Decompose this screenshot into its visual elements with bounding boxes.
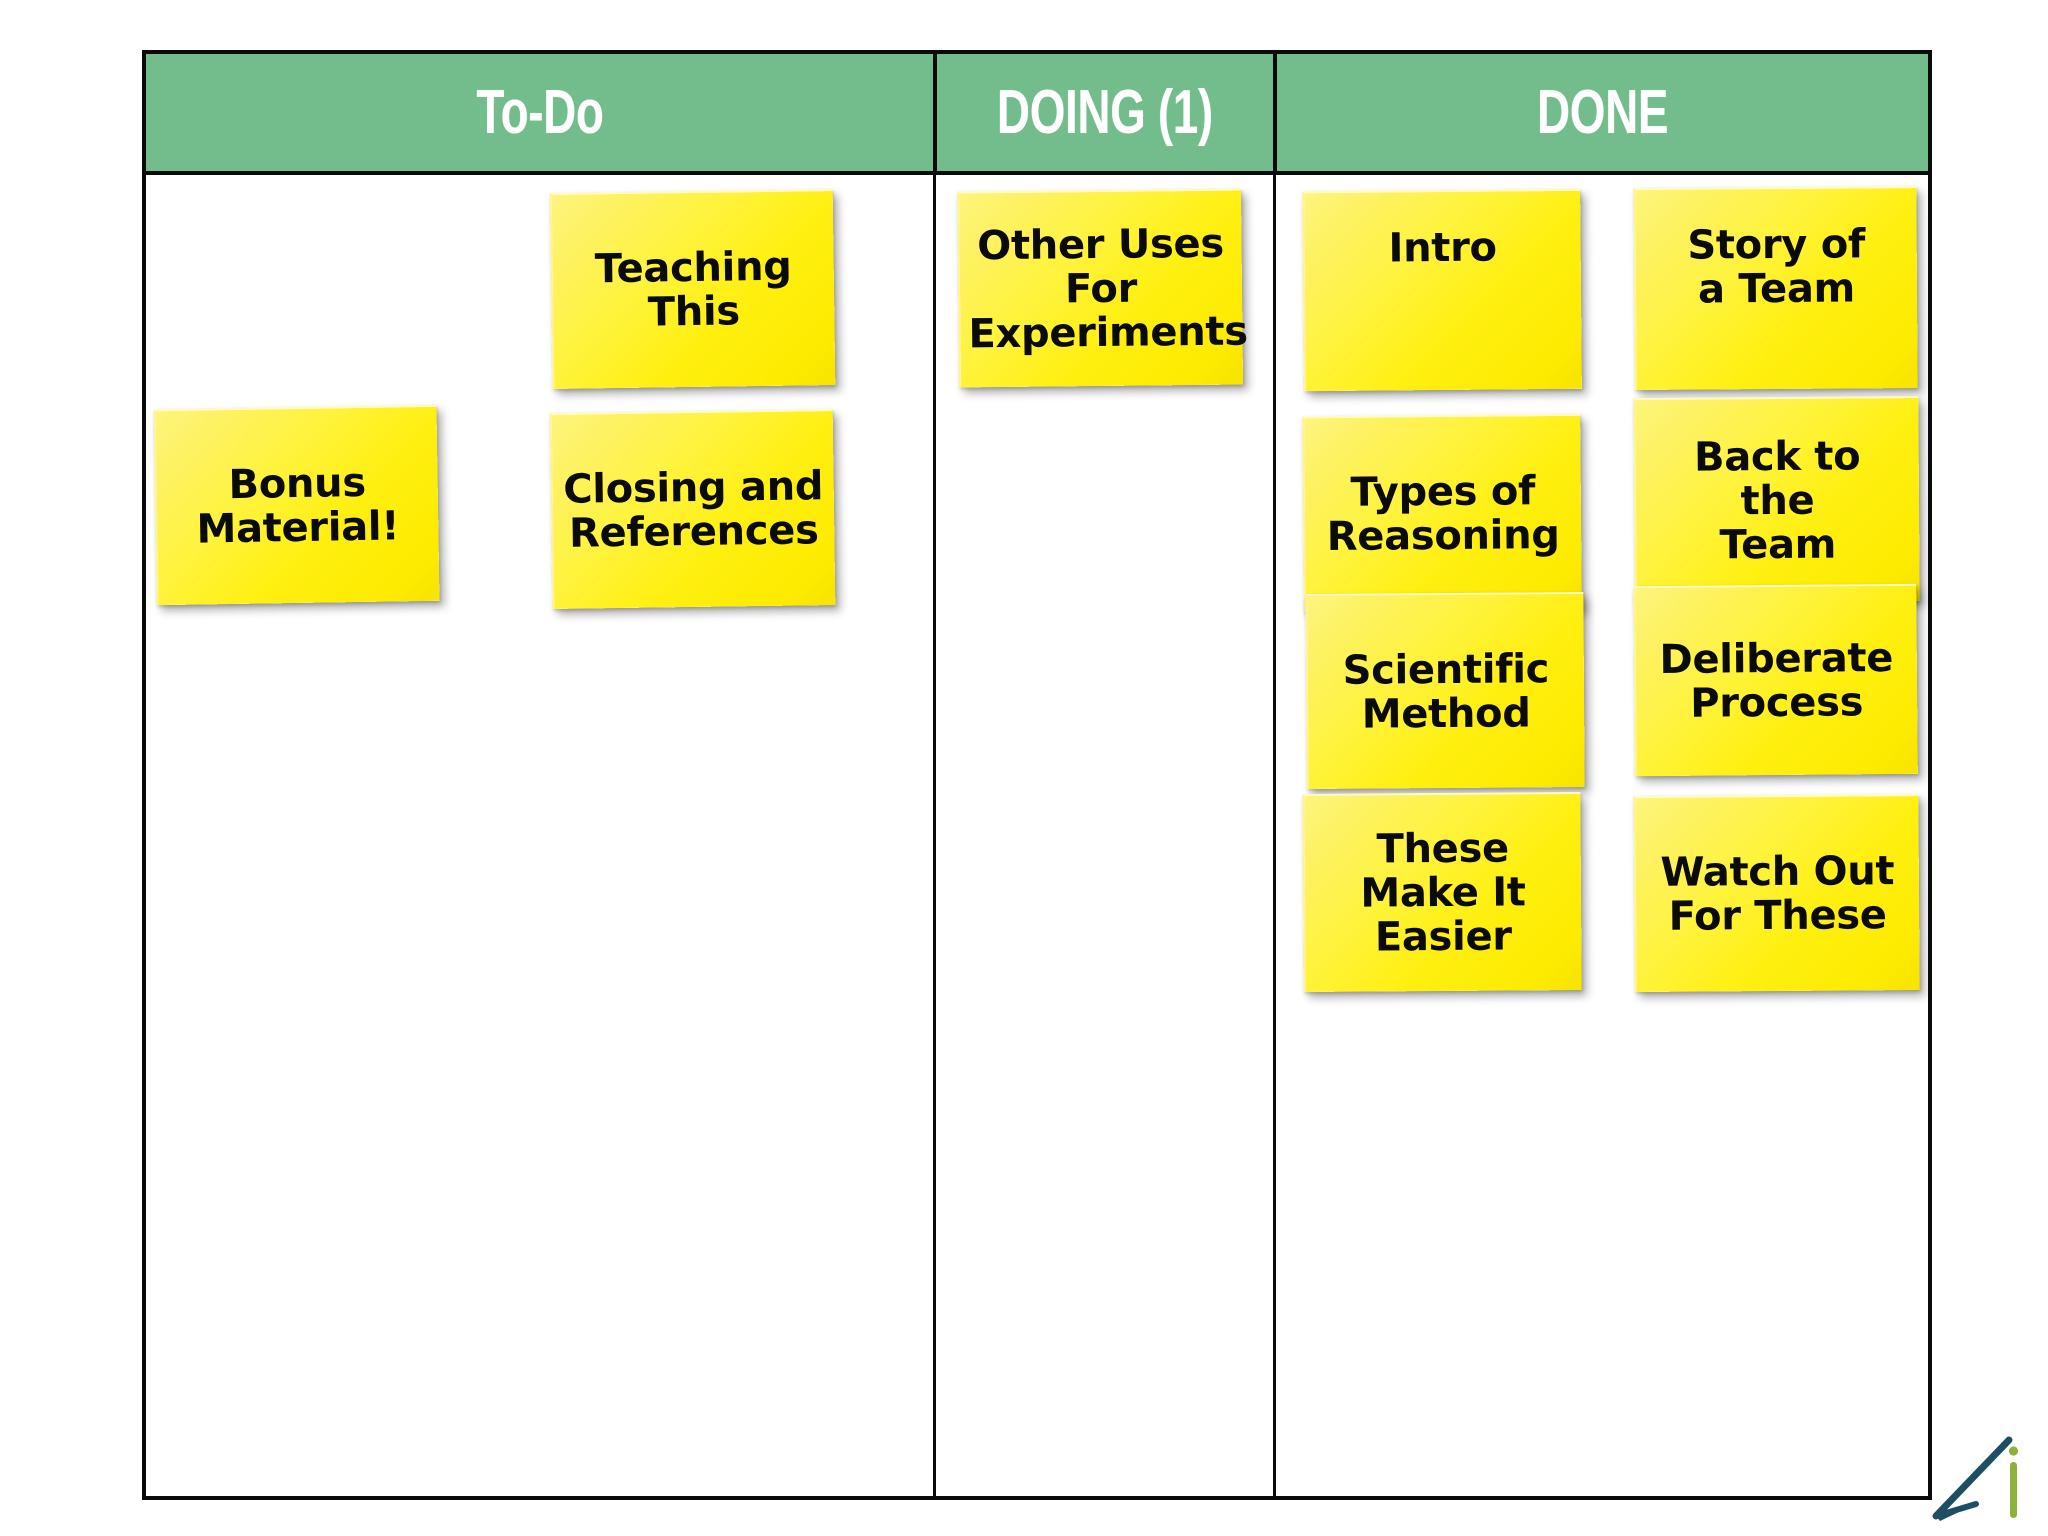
column-body-todo[interactable]: Teaching This Bonus Material! Closing an…: [146, 175, 933, 1496]
column-header-todo-label: To-Do: [475, 77, 604, 147]
card-label: Story of a Team: [1687, 221, 1866, 313]
card-label: Deliberate Process: [1659, 634, 1894, 727]
column-body-doing[interactable]: Other Uses For Experiments: [933, 175, 1273, 1496]
card-bonus-material[interactable]: Bonus Material!: [153, 404, 440, 606]
card-label: Teaching This: [594, 243, 792, 336]
card-teaching-this[interactable]: Teaching This: [549, 189, 836, 389]
card-label: Other Uses For Experiments: [968, 220, 1248, 358]
card-label: Back to the Team: [1693, 432, 1861, 568]
card-these-make-it-easier[interactable]: These Make It Easier: [1302, 792, 1582, 992]
card-story-of-a-team[interactable]: Story of a Team: [1633, 186, 1918, 390]
checkmark-i-logo-icon: [1932, 1436, 2019, 1521]
card-watch-out-for-these[interactable]: Watch Out For These: [1633, 794, 1920, 992]
column-header-doing[interactable]: DOING (1): [933, 54, 1273, 171]
column-header-doing-label: DOING (1): [997, 77, 1213, 147]
card-intro[interactable]: Intro: [1302, 188, 1582, 392]
column-header-done[interactable]: DONE: [1273, 54, 1928, 171]
card-label: These Make It Easier: [1360, 825, 1526, 961]
card-label: Bonus Material!: [196, 459, 400, 553]
card-label: Intro: [1388, 224, 1497, 272]
board-body-row: Teaching This Bonus Material! Closing an…: [146, 175, 1928, 1496]
card-label: Watch Out For These: [1660, 848, 1895, 940]
card-scientific-method[interactable]: Scientific Method: [1305, 592, 1585, 789]
board-header-row: To-Do DOING (1) DONE: [146, 54, 1928, 175]
column-header-todo[interactable]: To-Do: [146, 54, 933, 171]
card-closing-and-references[interactable]: Closing and References: [549, 409, 836, 609]
card-types-of-reasoning[interactable]: Types of Reasoning: [1302, 413, 1582, 613]
column-body-done[interactable]: Intro Story of a Team Types of Reasoning…: [1273, 175, 1928, 1496]
column-header-done-label: DONE: [1536, 77, 1669, 147]
card-back-to-the-team[interactable]: Back to the Team: [1633, 396, 1920, 603]
card-other-uses-for-experiments[interactable]: Other Uses For Experiments: [956, 188, 1248, 388]
card-label: Closing and References: [562, 463, 824, 557]
card-label: Scientific Method: [1342, 645, 1550, 738]
kanban-board: To-Do DOING (1) DONE Teaching This Bonus…: [142, 50, 1932, 1500]
card-label: Types of Reasoning: [1326, 468, 1560, 561]
card-deliberate-process[interactable]: Deliberate Process: [1633, 583, 1918, 777]
